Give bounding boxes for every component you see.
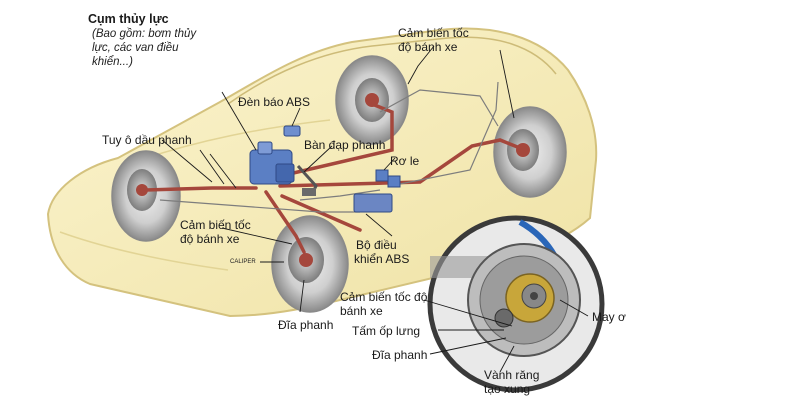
label-wheel-speed-sensor-top-2: độ bánh xe [398, 40, 458, 54]
label-hub: May ơ [592, 310, 626, 324]
label-tone-ring-1: Vành răng [484, 368, 540, 382]
hydraulic-unit [249, 141, 295, 185]
sensor-wires [159, 81, 499, 213]
label-brake-disc-detail: Đĩa phanh [372, 348, 428, 362]
brake-detail-inset [427, 215, 605, 393]
abs-warning-light [283, 125, 301, 137]
wheel-front-left [111, 150, 181, 242]
label-brake-oil-pipe: Tuy ô dầu phanh [102, 133, 192, 147]
label-hydraulic-unit-note-3: khiển...) [92, 56, 133, 68]
label-relay: Rơ le [390, 154, 420, 168]
label-wheel-speed-sensor-detail-2: bánh xe [340, 304, 383, 318]
wheel-front-right [271, 215, 349, 313]
wheel-rear-right [493, 106, 567, 198]
label-wheel-speed-sensor-top-1: Cảm biến tốc [398, 26, 469, 40]
relay [375, 169, 401, 188]
label-wheel-speed-sensor-left-2: độ bánh xe [180, 232, 240, 246]
brake-lines [144, 102, 522, 254]
label-wheel-speed-sensor-detail-1: Cảm biến tốc độ [340, 290, 428, 304]
label-hydraulic-unit-note-1: (Bao gồm: bơm thủy [92, 28, 197, 40]
label-hydraulic-unit: Cụm thủy lực [88, 12, 169, 26]
callout-lines [161, 45, 589, 373]
label-hydraulic-unit-note-2: lực, các van điều [92, 42, 179, 54]
abs-control-unit [353, 193, 393, 213]
label-caliper: CALIPER [230, 259, 256, 265]
label-brake-disc-front: Đĩa phanh [278, 318, 334, 332]
label-abs-controller-2: khiển ABS [354, 252, 410, 266]
brake-pedal [296, 164, 318, 196]
label-brake-pedal: Bàn đạp phanh [304, 138, 386, 152]
label-back-plate: Tấm ốp lưng [352, 324, 421, 338]
wheel-rear-left [335, 55, 409, 145]
label-tone-ring-2: tạo xung [484, 382, 531, 396]
label-abs-light: Đèn báo ABS [238, 95, 311, 109]
label-abs-controller-1: Bộ điều [356, 238, 397, 252]
label-wheel-speed-sensor-left-1: Cảm biến tốc [180, 218, 251, 232]
